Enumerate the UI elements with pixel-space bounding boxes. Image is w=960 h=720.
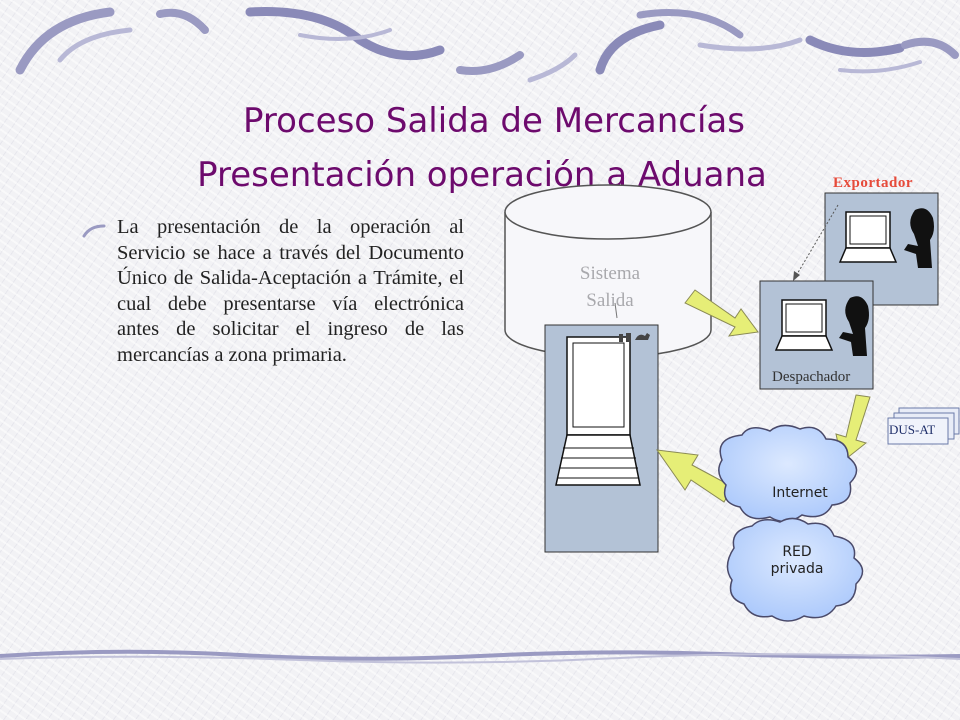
dispatcher-panel [759,280,874,390]
server-panel [544,324,659,553]
private-network-cloud [726,517,864,622]
private-network-label-line-2: privada [770,561,824,577]
dispatcher-label: Despachador [772,369,851,385]
internet-cloud [718,424,858,523]
page-title-line-1: Proceso Salida de Mercancías [243,101,745,141]
arrow-system-to-dispatcher [684,289,759,337]
internet-label: Internet [772,485,828,501]
decorative-swoosh-header [15,7,959,83]
bullet-text: La presentación de la operación al Servi… [117,216,464,366]
database-cylinder [504,184,712,358]
small-pictogram-icon [619,333,650,342]
exporter-label: Exportador [833,175,913,191]
arrow-internet-to-server [655,449,734,503]
page-title-line-2: Presentación operación a Aduana [197,155,767,195]
dus-at-label: DUS-AT [889,422,936,437]
dus-at-document-stack [887,407,960,445]
decorative-divider-footer [0,649,960,664]
dashed-connector [793,204,839,281]
private-network-label-line-1: RED [782,544,812,560]
system-label-line-1: Sistema [579,263,641,284]
bullet-swoosh-icon [82,224,106,238]
system-label-line-2: Salida [586,290,634,311]
private-network-label: RED privada [747,544,847,578]
db-tick-mark [614,302,618,319]
